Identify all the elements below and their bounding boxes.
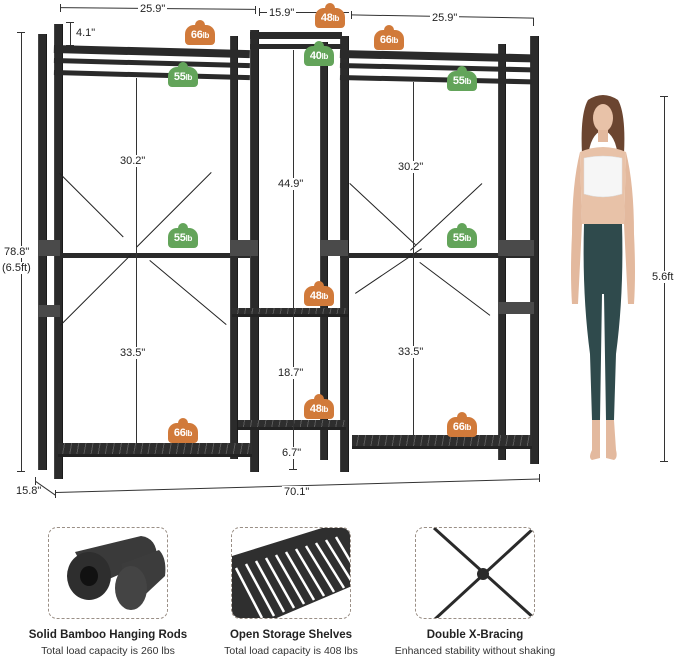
weight-icon xyxy=(178,62,188,70)
person-height-label: 5.6ft xyxy=(650,271,676,283)
weight-badge-left-bottom-shelf: 66lb xyxy=(168,418,198,443)
feature-subtitle-storage-shelves: Total load capacity is 408 lbs xyxy=(224,645,358,657)
left-width-label: 25.9" xyxy=(138,3,168,15)
feature-title-hanging-rods: Solid Bamboo Hanging Rods xyxy=(28,629,188,641)
weight-badge-middle-mid-shelf: 48lb xyxy=(304,281,334,306)
right-upper-height-label: 30.2" xyxy=(396,161,426,173)
hanging-rods-icon xyxy=(67,536,166,610)
weight-badge-middle-bottom-shelf: 48lb xyxy=(304,394,334,419)
total-height-ft-label: (6.5ft) xyxy=(0,262,33,274)
weight-icon xyxy=(178,223,188,231)
weight-icon xyxy=(457,223,467,231)
weight-icon xyxy=(195,20,205,28)
weight-badge-right-top-rod: 55lb xyxy=(447,66,477,91)
weight-icon xyxy=(457,412,467,420)
x-bracing-icon xyxy=(432,528,534,618)
feature-card-storage-shelves xyxy=(231,527,351,619)
feature-card-x-bracing xyxy=(415,527,535,619)
person-scale-figure xyxy=(558,94,648,466)
weight-badge-left-top-shelf: 66lb xyxy=(185,20,215,45)
right-width-label: 25.9" xyxy=(430,12,460,24)
slatted-shelf-icon xyxy=(232,528,350,618)
middle-bottom-clearance-label: 6.7" xyxy=(280,447,304,459)
feature-title-x-bracing: Double X-Bracing xyxy=(426,629,524,641)
feature-subtitle-x-bracing: Enhanced stability without shaking xyxy=(394,645,556,657)
feature-card-hanging-rods xyxy=(48,527,168,619)
feature-title-storage-shelves: Open Storage Shelves xyxy=(229,629,353,641)
total-height-label: 78.8" xyxy=(2,246,32,258)
weight-icon xyxy=(314,281,324,289)
top-offset-label: 4.1" xyxy=(76,27,96,39)
weight-icon xyxy=(178,418,188,426)
weight-badge-right-middle-rod: 55lb xyxy=(447,223,477,248)
weight-badge-middle-top-shelf: 48lb xyxy=(315,3,345,28)
right-lower-height-label: 33.5" xyxy=(396,346,426,358)
weight-icon xyxy=(457,66,467,74)
weight-badge-left-middle-rod: 55lb xyxy=(168,223,198,248)
weight-badge-middle-top-rod: 40lb xyxy=(304,41,334,66)
left-upper-height-label: 30.2" xyxy=(118,155,148,167)
middle-width-label: 15.9" xyxy=(267,7,297,19)
person-silhouette-icon xyxy=(571,95,635,460)
middle-lower-height-label: 18.7" xyxy=(276,367,306,379)
depth-label: 15.8" xyxy=(16,485,42,497)
weight-badge-right-bottom-shelf: 66lb xyxy=(447,412,477,437)
total-width-label: 70.1" xyxy=(282,486,312,498)
weight-badge-left-top-rod: 55lb xyxy=(168,62,198,87)
weight-icon xyxy=(314,41,324,49)
weight-badge-right-top-shelf: 66lb xyxy=(374,25,404,50)
left-lower-height-label: 33.5" xyxy=(118,347,148,359)
feature-subtitle-hanging-rods: Total load capacity is 260 lbs xyxy=(41,645,175,657)
middle-upper-height-label: 44.9" xyxy=(276,178,306,190)
weight-icon xyxy=(384,25,394,33)
weight-icon xyxy=(314,394,324,402)
weight-icon xyxy=(325,3,335,11)
